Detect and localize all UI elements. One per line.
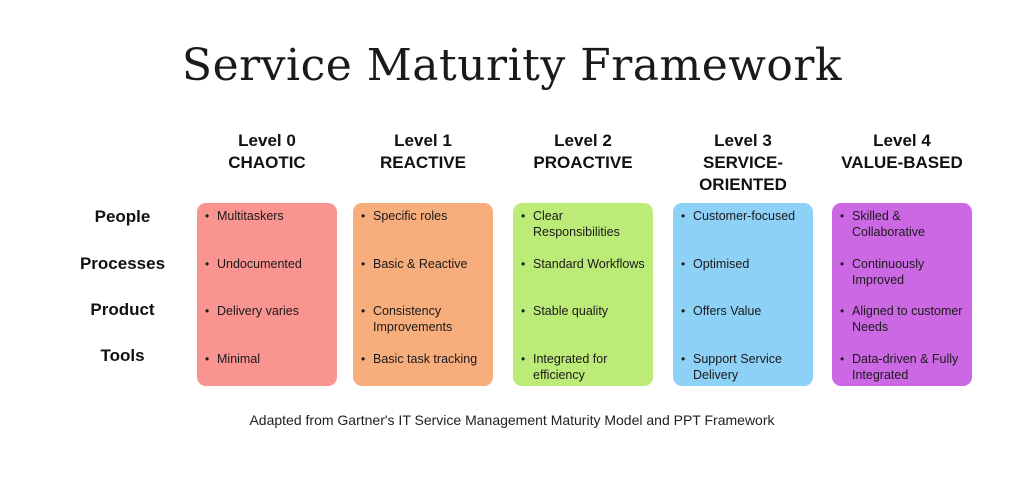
bullet-icon: • xyxy=(521,257,526,271)
bullet-icon: • xyxy=(521,209,526,223)
bullet-icon: • xyxy=(521,352,526,366)
level-number: Level 0 xyxy=(238,131,296,150)
bullet-icon: • xyxy=(361,209,366,223)
card-item-text: Stable quality xyxy=(533,304,609,318)
row-label-product: Product xyxy=(90,300,155,319)
card-item-text: Delivery varies xyxy=(217,304,299,318)
level-header-1: Level 1 REACTIVE xyxy=(353,130,493,174)
level-card-3: • Customer-focused • Optimised • Offers Value… xyxy=(673,203,813,386)
bullet-icon: • xyxy=(361,352,366,366)
card-item-text: Clear Responsibilities xyxy=(533,209,620,239)
row-label-tools: Tools xyxy=(100,346,145,365)
card-item-text: Optimised xyxy=(693,257,750,271)
card-item-text: Customer-focused xyxy=(693,209,796,223)
bullet-icon: • xyxy=(205,304,210,318)
bullet-icon: • xyxy=(840,304,845,318)
card-item-text: Skilled & Collaborative xyxy=(852,209,925,239)
bullet-icon: • xyxy=(521,304,526,318)
level-name: CHAOTIC xyxy=(228,153,306,172)
level-number: Level 3 xyxy=(714,131,772,150)
card-item-text: Specific roles xyxy=(373,209,448,223)
bullet-icon: • xyxy=(681,257,686,271)
card-item-text: Support Service Delivery xyxy=(693,352,782,382)
card-item-text: Offers Value xyxy=(693,304,762,318)
row-label-processes: Processes xyxy=(79,254,166,273)
level-card-4: • Skilled & Collaborative • Continuously Im… xyxy=(832,203,972,386)
card-item-text: Consistency Improvements xyxy=(373,304,453,334)
level-header-4: Level 4 VALUE-BASED xyxy=(832,130,972,174)
bullet-icon: • xyxy=(361,257,366,271)
card-item-text: Integrated for efficiency xyxy=(533,352,608,382)
card-item-text: Standard Workflows xyxy=(533,257,645,271)
level-name: PROACTIVE xyxy=(533,153,633,172)
bullet-icon: • xyxy=(681,209,686,223)
level-name: REACTIVE xyxy=(380,153,466,172)
card-item-text: Multitaskers xyxy=(217,209,284,223)
bullet-icon: • xyxy=(361,304,366,318)
bullet-icon: • xyxy=(205,209,210,223)
card-item-text: Basic task tracking xyxy=(373,352,478,366)
level-header-0: Level 0 CHAOTIC xyxy=(197,130,337,174)
page-title: Service Maturity Framework xyxy=(181,40,843,91)
card-item-text: Continuously Improved xyxy=(852,257,925,287)
card-item-text: Basic & Reactive xyxy=(373,257,468,271)
bullet-icon: • xyxy=(840,257,845,271)
level-card-0: • Multitaskers • Undocumented • Delivery vari… xyxy=(197,203,337,386)
card-item-text: Data-driven & Fully Integrated xyxy=(852,352,959,382)
level-header-3: Level 3 SERVICE-ORIENTED xyxy=(673,130,813,196)
level-name: SERVICE-ORIENTED xyxy=(699,153,787,194)
level-number: Level 1 xyxy=(394,131,452,150)
level-card-1: • Specific roles • Basic & Reactive • Consist… xyxy=(353,203,493,386)
level-name: VALUE-BASED xyxy=(841,153,963,172)
source-footnote: Adapted from Gartner's IT Service Manage… xyxy=(249,412,775,428)
card-item-text: Minimal xyxy=(217,352,261,366)
bullet-icon: • xyxy=(681,304,686,318)
bullet-icon: • xyxy=(840,352,845,366)
bullet-icon: • xyxy=(681,352,686,366)
bullet-icon: • xyxy=(840,209,845,223)
card-item-text: Aligned to customer Needs xyxy=(852,304,963,334)
bullet-icon: • xyxy=(205,352,210,366)
level-header-2: Level 2 PROACTIVE xyxy=(513,130,653,174)
level-card-2: • Clear Responsibilities • Standard Workflo… xyxy=(513,203,653,386)
bullet-icon: • xyxy=(205,257,210,271)
row-label-people: People xyxy=(94,207,151,226)
card-item-text: Undocumented xyxy=(217,257,302,271)
level-number: Level 2 xyxy=(554,131,612,150)
level-number: Level 4 xyxy=(873,131,931,150)
